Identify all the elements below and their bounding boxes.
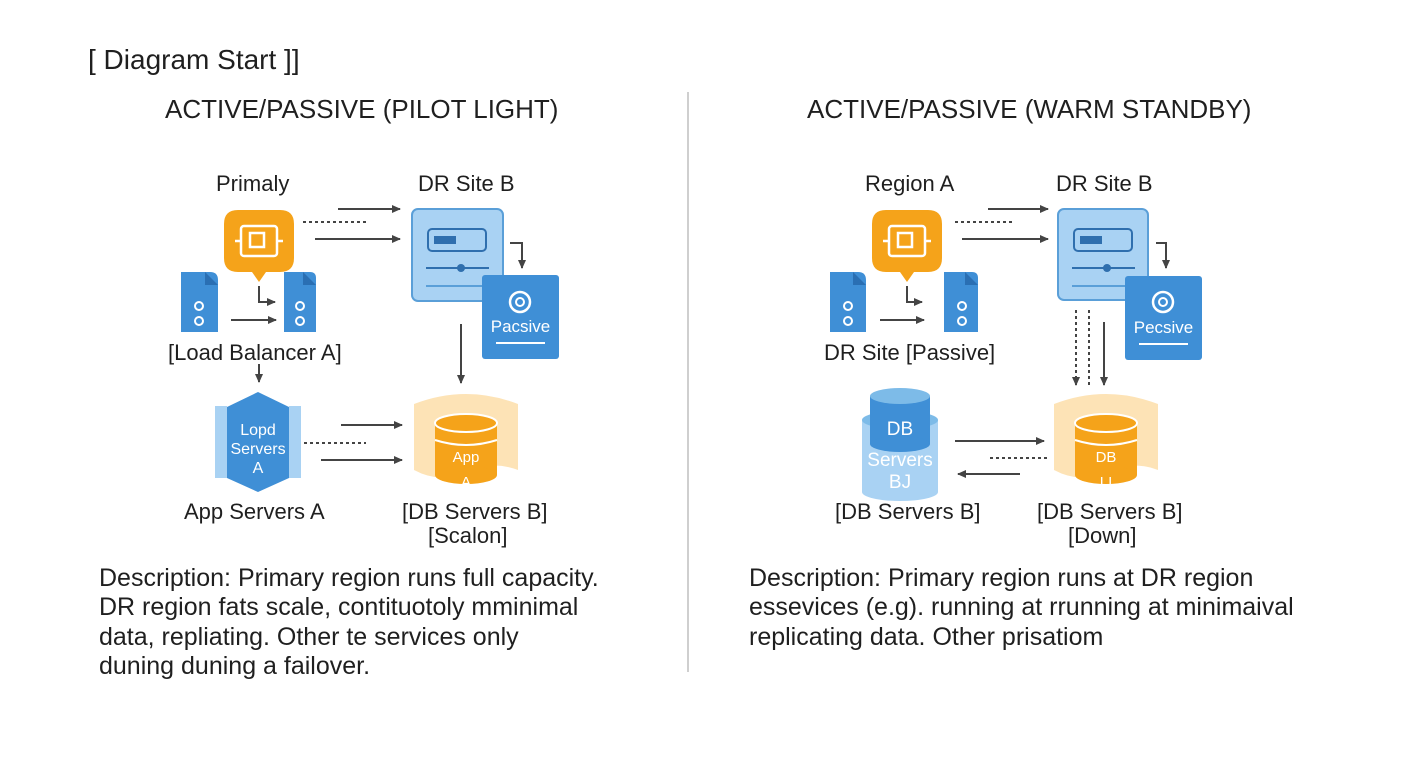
db-scroll-node — [1054, 394, 1158, 484]
left-db-icon-line2: Servers — [867, 450, 933, 471]
primary-label: Primaly — [216, 171, 290, 196]
db-icon-line1: DB — [1095, 449, 1117, 466]
panel-divider — [687, 92, 689, 672]
db-servers-sublabel: [Scalon] — [428, 523, 508, 548]
passive-node — [482, 275, 559, 359]
app-servers-label: App Servers A — [184, 499, 325, 524]
description-line: duning duning a failover. — [99, 652, 371, 680]
db-servers-sublabel: [Down] — [1068, 523, 1137, 548]
db-scroll-node — [414, 394, 518, 484]
right-panel-title: ACTIVE/PASSIVE (WARM STANDBY) — [807, 94, 1252, 124]
dr-site-passive-label: DR Site [Passive] — [824, 340, 996, 365]
diagram-start-marker: [ Diagram Start ]] — [88, 44, 300, 75]
description-line: Description: Primary region runs at DR r… — [749, 564, 1254, 592]
region-orange-icon — [872, 210, 942, 282]
db-servers-label: [DB Servers B] — [402, 499, 548, 524]
description-line: essevices (e.g). running at rrunning at … — [749, 593, 1294, 621]
right-arrows — [880, 205, 1170, 478]
left-panel-title: ACTIVE/PASSIVE (PILOT LIGHT) — [165, 94, 559, 124]
description-line: data, repliating. Other te services only — [99, 623, 519, 651]
description-line: Description: Primary region runs full ca… — [99, 564, 599, 592]
passive-label: Pacsive — [490, 317, 551, 336]
small-server-icon — [181, 272, 218, 332]
small-server-icon — [944, 272, 978, 332]
load-balancer-label: [Load Balancer A] — [168, 340, 342, 365]
load-servers-node — [215, 392, 301, 492]
server-icon-line1: Lopd — [240, 422, 276, 439]
db-servers-label: [DB Servers B] — [1037, 499, 1183, 524]
passive-node — [1125, 276, 1202, 360]
server-icon-line2: Servers — [230, 441, 286, 458]
small-server-icon — [830, 272, 866, 332]
left-arrows — [231, 205, 526, 464]
db-icon-line2: A — [460, 474, 471, 491]
db-servers-cylinder — [862, 388, 938, 501]
left-db-servers-label: [DB Servers B] — [835, 499, 981, 524]
dr-site-server-panel — [1057, 208, 1149, 301]
primary-orange-icon — [224, 210, 294, 282]
passive-label: Pecsive — [1133, 318, 1194, 337]
description-line: DR region fats scale, contituotoly mmini… — [99, 593, 579, 621]
server-icon-line3: A — [252, 460, 264, 477]
db-icon-line1: App — [452, 449, 480, 466]
left-db-icon-line1: DB — [886, 419, 914, 440]
region-label: Region A — [865, 171, 955, 196]
dr-site-label: DR Site B — [1056, 171, 1153, 196]
left-db-icon-line3: BJ — [888, 472, 912, 493]
db-icon-line2: LI — [1099, 474, 1113, 491]
description-line: replicating data. Other prisatiom — [749, 623, 1104, 651]
dr-site-label: DR Site B — [418, 171, 515, 196]
small-server-icon — [284, 272, 316, 332]
dr-site-server-panel — [411, 208, 504, 302]
